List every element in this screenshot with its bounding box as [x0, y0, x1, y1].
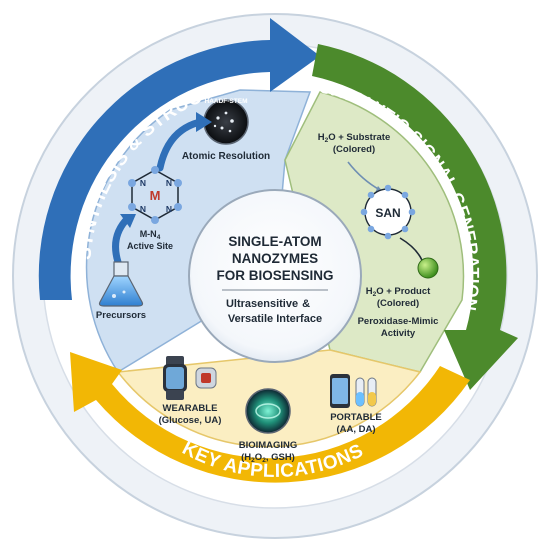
center-title-line-3: FOR BIOSENSING — [216, 268, 333, 283]
applications-arrow — [70, 352, 470, 483]
nitrogen-atom-2: N — [166, 178, 172, 188]
arrow-substrate-to-san — [347, 161, 381, 191]
wearable-label: WEARABLE — [163, 403, 218, 414]
precursors-label: Precursors — [96, 310, 146, 321]
portable-targets: (AA, DA) — [336, 424, 375, 435]
center-title-line-2: NANOZYMES — [232, 251, 318, 266]
nitrogen-atom-4: N — [166, 204, 172, 214]
atomic-resolution-label: Atomic Resolution — [182, 151, 270, 162]
bioimaging-cell-image — [245, 388, 291, 434]
stem-atom-dots — [213, 111, 234, 133]
activity-label-1: Peroxidase-Mimic — [358, 316, 439, 327]
portable-label: PORTABLE — [330, 412, 382, 423]
cell-outline — [255, 403, 281, 419]
nitrogen-atom-3: N — [140, 204, 146, 214]
test-tubes-icon — [355, 377, 377, 407]
mn4-active-site — [128, 166, 182, 224]
sensor-chip-icon — [195, 367, 217, 389]
arrow-precursor-to-site-head — [120, 214, 136, 228]
substrate-label-2: (Colored) — [333, 144, 375, 155]
san-label: SAN — [375, 206, 400, 220]
arrow-site-to-stem — [156, 118, 204, 172]
bioimaging-targets: (H2O2, GSH) — [241, 452, 295, 464]
catalytic-arrow — [312, 44, 518, 390]
wearable-targets: (Glucose, UA) — [159, 415, 222, 426]
active-site-label-1: M-N4 — [140, 229, 161, 241]
center-subtitle-line-1: Ultrasensitive& — [226, 298, 310, 310]
center-title-line-1: SINGLE-ATOM — [228, 234, 321, 249]
activity-label-2: Activity — [381, 328, 416, 339]
center-subtitle-line-2: Versatile Interface — [228, 313, 322, 325]
flask-icon — [98, 261, 144, 307]
product-label-1: H2O + Product — [366, 286, 431, 298]
nitrogen-atom-1: N — [140, 178, 146, 188]
stem-label: HAADF-STEM — [205, 98, 248, 105]
product-sphere — [417, 257, 439, 279]
product-label-2: (Colored) — [377, 298, 419, 309]
active-site-label-2: Active Site — [127, 241, 173, 251]
center-disc — [188, 189, 362, 363]
phone-icon — [330, 374, 350, 408]
metal-atom: M — [150, 188, 161, 203]
substrate-label-1: H2O + Substrate — [318, 132, 391, 144]
san-particle — [360, 184, 416, 240]
synthesis-panel — [85, 89, 312, 374]
bioimaging-label: BIOIMAGING — [239, 440, 298, 451]
arrow-site-to-stem-head — [196, 112, 212, 132]
smartwatch-icon — [163, 356, 187, 400]
synthesis-arrow — [38, 18, 320, 300]
